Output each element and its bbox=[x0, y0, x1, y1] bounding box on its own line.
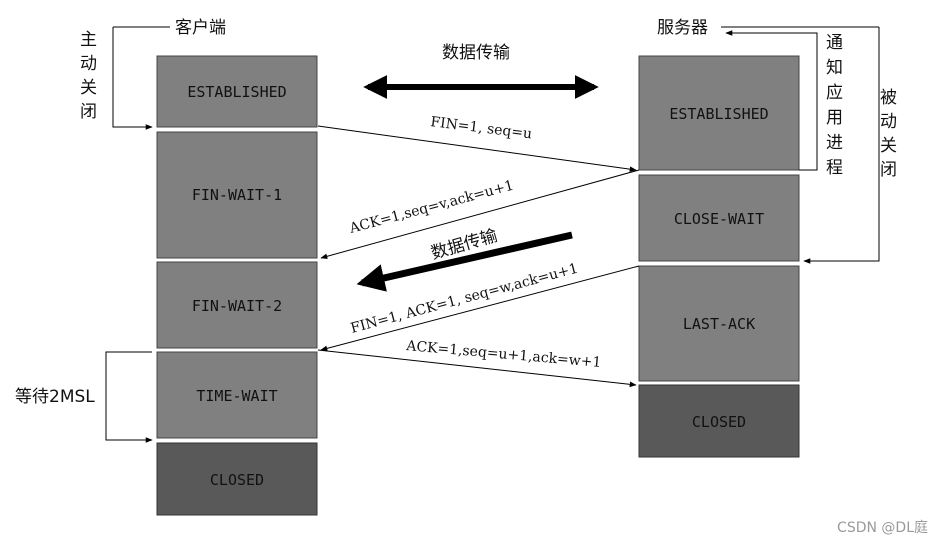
vertical-char: 用 bbox=[826, 108, 843, 128]
vertical-char: 主 bbox=[80, 30, 97, 50]
passive-close-label: 被 动 关 闭 bbox=[880, 88, 897, 180]
server-state-close-wait bbox=[638, 174, 800, 262]
server-state-established-label: ESTABLISHED bbox=[669, 105, 768, 123]
fin1-label: FIN=1, seq=u bbox=[430, 114, 533, 142]
data-transfer-top-label: 数据传输 bbox=[442, 43, 510, 63]
vertical-char: 动 bbox=[880, 112, 897, 132]
vertical-char: 闭 bbox=[80, 102, 97, 122]
fin2-arrow bbox=[320, 265, 640, 352]
server-state-last-ack-label: LAST-ACK bbox=[683, 315, 755, 333]
vertical-char: 程 bbox=[826, 158, 843, 178]
vertical-char: 通 bbox=[826, 33, 843, 53]
watermark: CSDN @DL庭 bbox=[837, 519, 928, 536]
client-state-time-wait-label: TIME-WAIT bbox=[196, 387, 277, 405]
ack2-label: ACK=1,seq=u+1,ack=w+1 bbox=[405, 338, 602, 371]
client-state-fin-wait-1 bbox=[156, 131, 318, 259]
vertical-char: 动 bbox=[80, 54, 97, 74]
client-state-established bbox=[156, 55, 318, 128]
client-state-fin-wait-2-label: FIN-WAIT-2 bbox=[192, 297, 282, 315]
ack1-arrow bbox=[320, 169, 640, 260]
client-state-time-wait bbox=[156, 351, 318, 439]
fin2-label: FIN=1, ACK=1, seq=w,ack=u+1 bbox=[349, 261, 580, 337]
server-state-close-wait-label: CLOSE-WAIT bbox=[674, 210, 764, 228]
passive-close-bracket bbox=[803, 27, 880, 264]
vertical-char: 关 bbox=[80, 78, 97, 98]
vertical-char: 被 bbox=[880, 88, 897, 108]
data-transfer-mid-arrow bbox=[356, 231, 573, 292]
client-state-closed-label: CLOSED bbox=[210, 471, 264, 489]
client-state-closed bbox=[156, 442, 318, 516]
ack2-arrow bbox=[317, 349, 637, 388]
client-state-fin-wait-1-label: FIN-WAIT-1 bbox=[192, 186, 282, 204]
wait-2msl-bracket bbox=[105, 351, 153, 443]
notify-app-label: 通 知 应 用 进 程 bbox=[826, 33, 843, 178]
vertical-char: 闭 bbox=[880, 160, 897, 180]
server-state-closed-label: CLOSED bbox=[692, 413, 746, 431]
vertical-char: 应 bbox=[826, 83, 843, 103]
client-title: 客户端 bbox=[175, 18, 226, 38]
vertical-char: 关 bbox=[880, 136, 897, 156]
server-state-last-ack bbox=[638, 265, 800, 382]
fin1-arrow bbox=[317, 125, 637, 172]
client-state-established-label: ESTABLISHED bbox=[187, 83, 286, 101]
active-close-label: 主 动 关 闭 bbox=[80, 30, 97, 122]
client-states: ESTABLISHED FIN-WAIT-1 FIN-WAIT-2 TIME-W… bbox=[156, 55, 318, 516]
client-state-fin-wait-2 bbox=[156, 261, 318, 349]
server-state-established bbox=[638, 55, 800, 171]
server-states: ESTABLISHED CLOSE-WAIT LAST-ACK CLOSED bbox=[638, 55, 800, 458]
server-title: 服务器 bbox=[657, 18, 708, 38]
server-state-closed bbox=[638, 384, 800, 458]
wait-2msl-label: 等待2MSL bbox=[15, 387, 95, 407]
vertical-char: 进 bbox=[826, 133, 843, 153]
notify-app-bracket bbox=[725, 30, 818, 171]
vertical-char: 知 bbox=[826, 58, 843, 78]
active-close-bracket bbox=[112, 27, 153, 130]
